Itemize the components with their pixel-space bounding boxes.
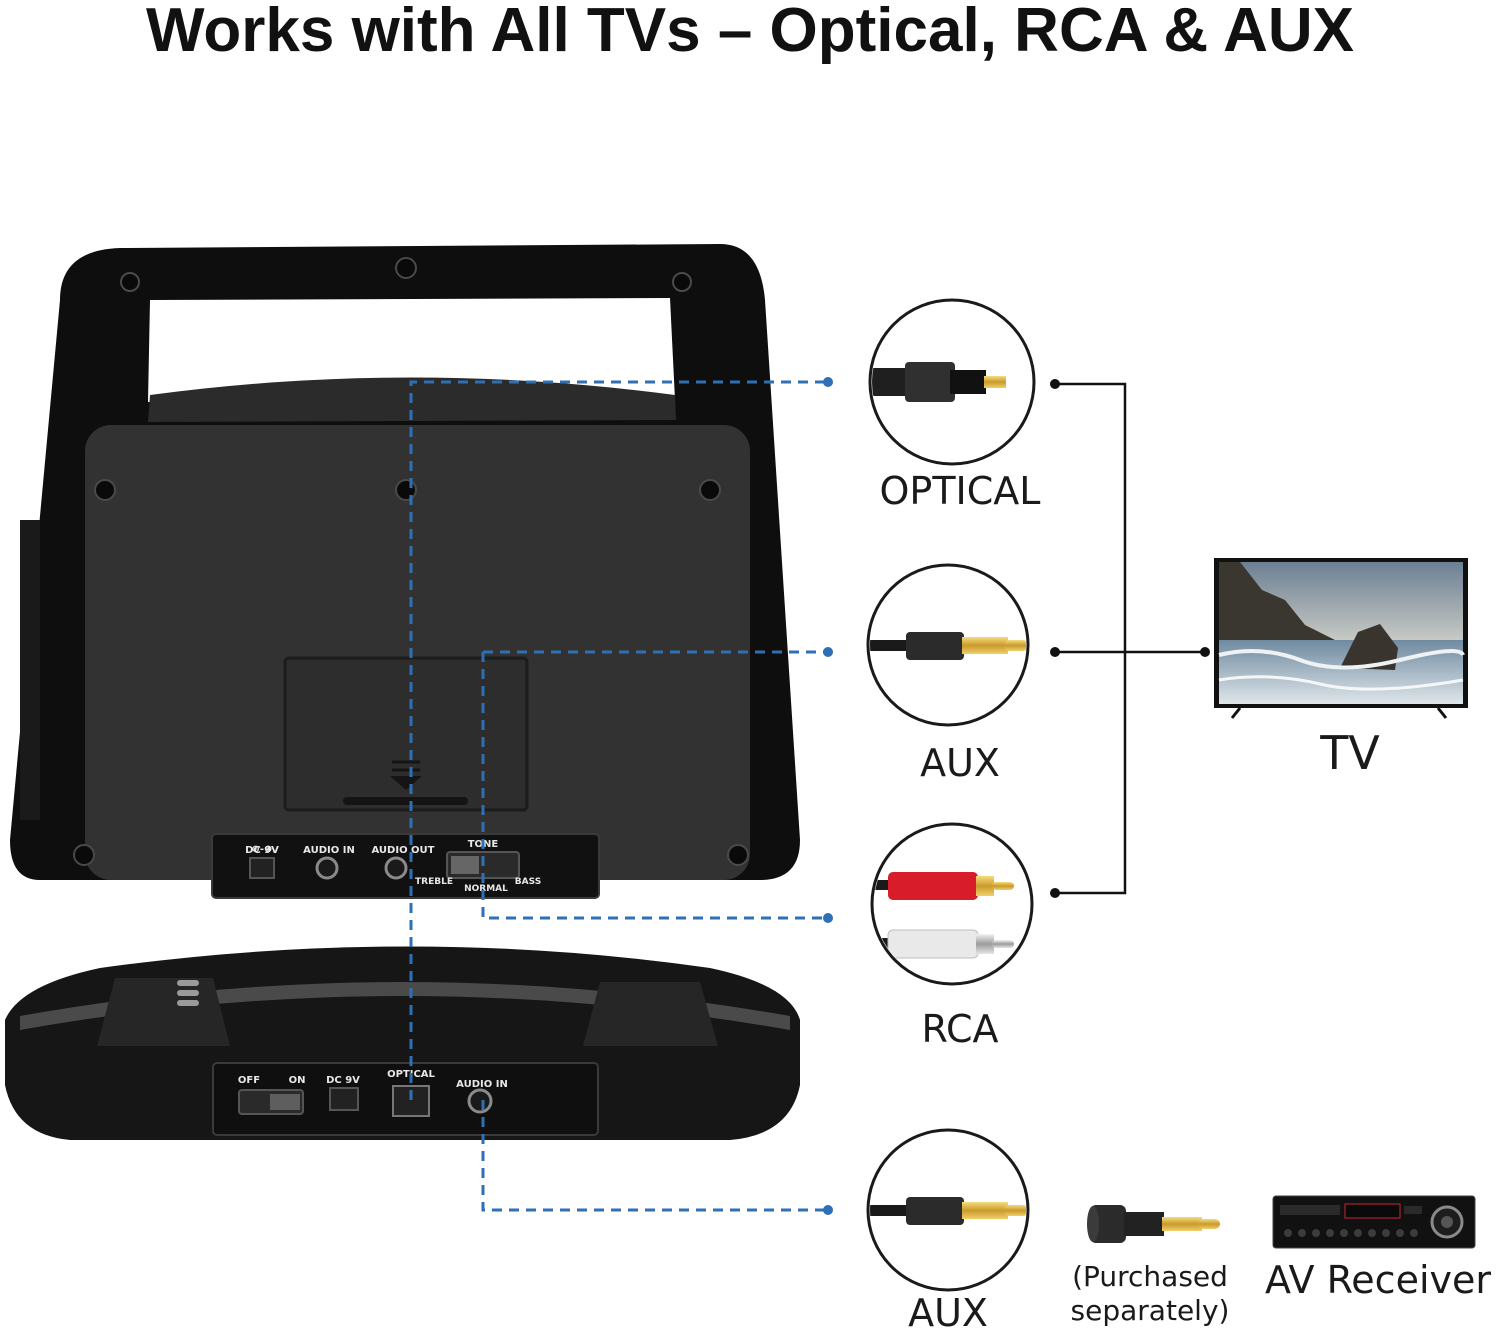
- node-dot-icon: [1050, 647, 1060, 657]
- option-label-aux-receiver: AUX: [908, 1291, 988, 1334]
- tv-label: TV: [1320, 726, 1380, 780]
- screw-icon: [672, 272, 692, 292]
- adapter-note: (Purchased separately): [1055, 1260, 1245, 1328]
- charging-contacts-icon: [177, 980, 199, 1006]
- screw-icon: [699, 479, 721, 501]
- transmitter-back-panel: [85, 425, 750, 880]
- dc-jack-icon: [329, 1087, 359, 1111]
- port-label-treble: TREBLE: [415, 877, 453, 887]
- tv-bracket: [1055, 382, 1205, 895]
- jack-icon: [467, 1088, 493, 1114]
- option-label-optical: OPTICAL: [879, 469, 1041, 513]
- port-label-dc: DC 9V: [245, 845, 279, 856]
- rca-cable-icon: [870, 822, 1034, 986]
- adapter-note-line-2: separately): [1070, 1294, 1230, 1327]
- line-rca: [481, 652, 825, 920]
- svg-text:⊖-⊕: ⊖-⊕: [252, 844, 273, 855]
- dc-jack-icon: [249, 857, 275, 879]
- port-label-audio-in: AUDIO IN: [456, 1079, 508, 1090]
- battery-cover: [283, 656, 529, 812]
- screw-icon: [395, 479, 417, 501]
- screw-icon: [94, 479, 116, 501]
- optical-cable-icon: [868, 298, 1036, 466]
- arrow-down-icon: [390, 760, 422, 790]
- port-label-dc: DC 9V: [326, 1075, 360, 1086]
- aux-cable-icon: [866, 563, 1030, 727]
- port-label-bass: BASS: [515, 877, 541, 887]
- adapter-icon: [1087, 1205, 1220, 1243]
- port-label-audio-in: AUDIO IN: [303, 845, 355, 856]
- port-label-off: OFF: [238, 1075, 260, 1086]
- screw-icon: [727, 844, 749, 866]
- headline: Works with All TVs – Optical, RCA & AUX: [145, 0, 1355, 65]
- node-dot-icon: [1200, 647, 1210, 657]
- option-label-aux: AUX: [920, 741, 1000, 785]
- receiver-label: AV Receiver: [1264, 1258, 1492, 1302]
- node-dot-icon: [1050, 379, 1060, 389]
- screw-icon: [120, 272, 140, 292]
- connector-dot-icon: [823, 913, 833, 923]
- adapter-note-line-1: (Purchased: [1072, 1260, 1228, 1293]
- screw-icon: [395, 257, 417, 279]
- av-receiver-icon: [1272, 1195, 1476, 1249]
- node-dot-icon: [1050, 888, 1060, 898]
- aux-cable-icon: [866, 1128, 1030, 1292]
- base-station: OFF ON DC 9V OPTICAL AUDIO IN: [5, 946, 800, 1140]
- tv-icon: [1214, 558, 1468, 719]
- option-label-rca: RCA: [921, 1007, 999, 1051]
- connector-dot-icon: [823, 1205, 833, 1215]
- port-label-audio-out: AUDIO OUT: [372, 845, 435, 856]
- line-aux-receiver: [481, 1100, 825, 1212]
- screw-icon: [73, 844, 95, 866]
- connector-dot-icon: [823, 647, 833, 657]
- connector-dot-icon: [823, 377, 833, 387]
- port-label-normal: NORMAL: [464, 884, 508, 894]
- jack-icon: [384, 856, 408, 880]
- port-label-on: ON: [289, 1075, 306, 1086]
- connector-lines: [409, 380, 825, 1212]
- jack-icon: [315, 856, 339, 880]
- line-optical: [409, 380, 825, 1100]
- transmitter: ⊖-⊕ DC 9V AUDIO IN AUDIO OUT TONE TREBLE…: [10, 244, 800, 899]
